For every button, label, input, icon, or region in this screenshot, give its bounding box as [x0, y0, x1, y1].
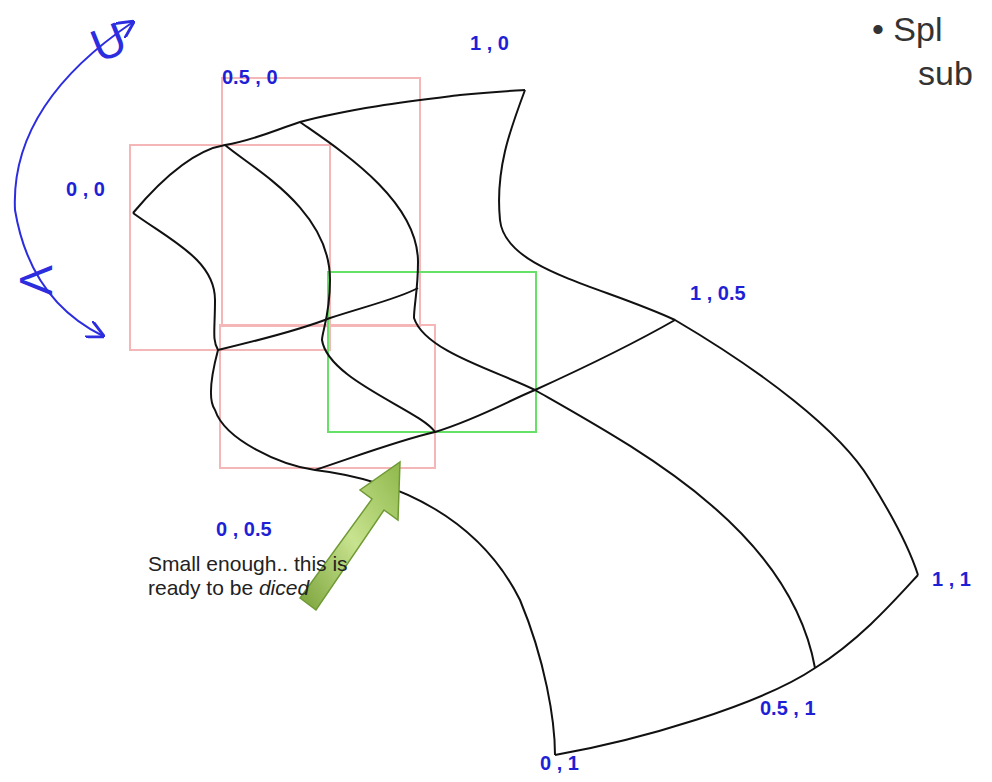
param-coordinate: 1 , 0: [470, 32, 509, 55]
param-coordinate: 0 , 0: [66, 178, 105, 201]
bullet-text: sub: [918, 54, 973, 93]
iso-line: [218, 288, 418, 350]
pink-bound-box: [130, 145, 330, 350]
iso-line: [225, 145, 435, 432]
param-coordinate: 1 , 0.5: [690, 282, 746, 305]
green-bound-box: [328, 272, 536, 432]
callout-note: Small enough.. this is ready to be diced: [148, 552, 398, 600]
patch-edge: [133, 90, 525, 213]
patch-edge: [555, 575, 918, 755]
param-coordinate: 0.5 , 1: [760, 697, 816, 720]
param-coordinate: 0 , 0.5: [216, 518, 272, 541]
surface-patch: [133, 90, 918, 755]
note-text: Small enough.. this is ready to be: [148, 552, 348, 599]
callout-arrow: [300, 462, 400, 610]
bounding-boxes: [130, 78, 536, 468]
bullet-text: • Spl: [872, 10, 943, 49]
param-coordinate: 1 , 1: [932, 568, 971, 591]
axis-name: V: [9, 265, 62, 296]
iso-line: [300, 122, 815, 668]
param-coordinate: 0.5 , 0: [222, 66, 278, 89]
param-coordinate: 0 , 1: [540, 752, 579, 775]
pink-bound-box: [222, 78, 420, 326]
note-emphasis: diced: [259, 576, 309, 599]
axis-name: U: [83, 12, 134, 73]
patch-edge: [133, 213, 555, 755]
iso-line: [315, 320, 675, 470]
